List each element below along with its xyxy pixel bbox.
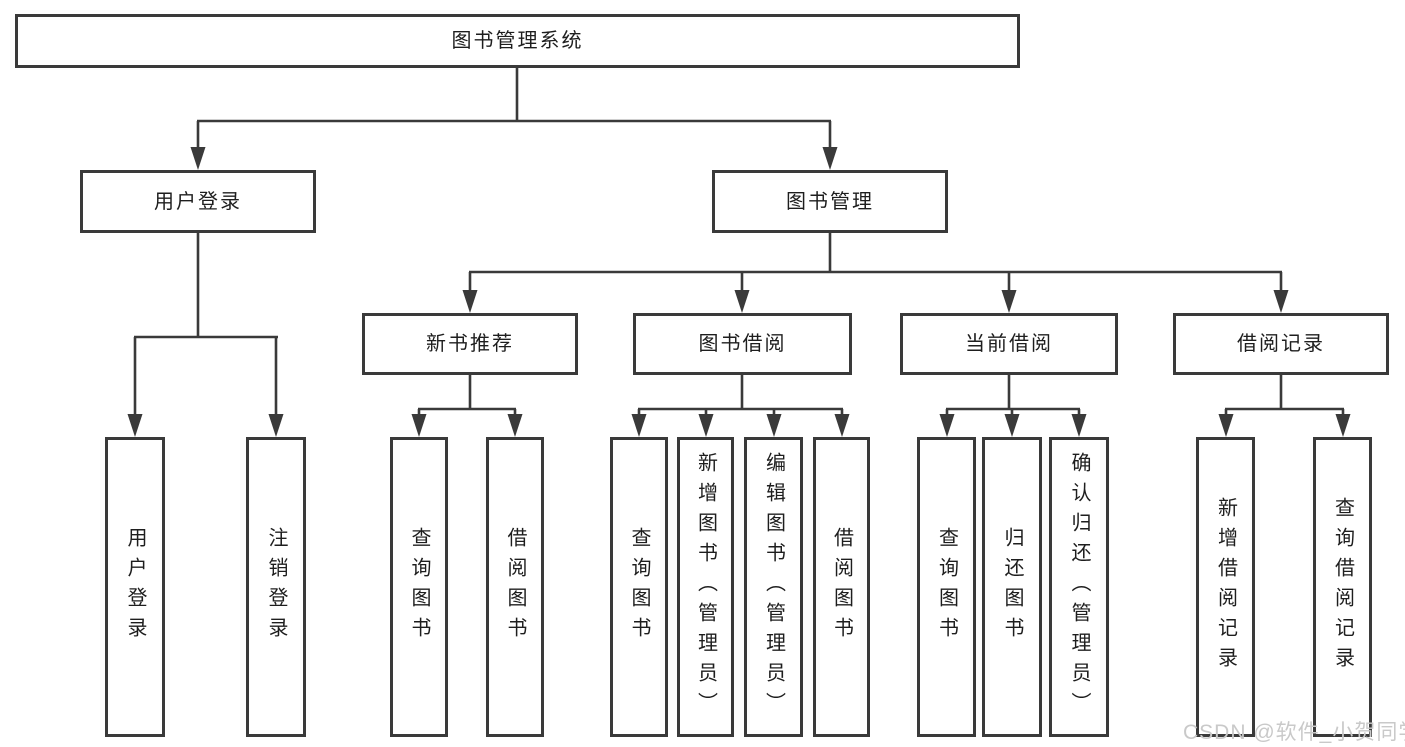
node-label: 新增借阅记录: [1214, 497, 1237, 677]
node-book-borrow: 图书借阅: [633, 313, 852, 375]
arrowhead-icon: [631, 414, 647, 437]
arrowhead-icon: [1335, 414, 1351, 437]
arrowhead-icon: [734, 290, 750, 313]
node-borrow-records: 借阅记录: [1173, 313, 1389, 375]
leaf-record-add-borrow-record: 新增借阅记录: [1196, 437, 1255, 737]
node-label: 编辑图书（管理员）: [762, 452, 785, 722]
node-label: 图书管理系统: [451, 30, 584, 52]
node-label: 查询图书: [408, 527, 430, 647]
leaf-recommend-query-books: 查询图书: [390, 437, 448, 737]
arrowhead-icon: [411, 414, 427, 437]
node-label: 借阅图书: [830, 527, 853, 647]
leaf-current-query-books: 查询图书: [917, 437, 976, 737]
arrowhead-icon: [1004, 414, 1020, 437]
arrowhead-icon: [1071, 414, 1087, 437]
node-book-management: 图书管理: [712, 170, 948, 233]
leaf-borrow-edit-books-admin: 编辑图书（管理员）: [744, 437, 803, 737]
leaf-current-return-books: 归还图书: [982, 437, 1042, 737]
node-new-book-recommend: 新书推荐: [362, 313, 578, 375]
arrowhead-icon: [462, 290, 478, 313]
node-label: 图书借阅: [698, 333, 787, 355]
node-label: 借阅记录: [1237, 333, 1325, 355]
arrowhead-icon: [1273, 290, 1289, 313]
arrowhead-icon: [1218, 414, 1234, 437]
arrowhead-icon: [268, 414, 284, 437]
arrowhead-icon: [1001, 290, 1017, 313]
leaf-logout: 注销登录: [246, 437, 306, 737]
leaf-record-query-borrow-record: 查询借阅记录: [1313, 437, 1372, 737]
leaf-current-confirm-return-admin: 确认归还（管理员）: [1049, 437, 1109, 737]
leaf-borrow-query-books: 查询图书: [610, 437, 668, 737]
arrowhead-icon: [834, 414, 850, 437]
arrowhead-icon: [190, 147, 206, 170]
arrowhead-icon: [939, 414, 955, 437]
node-label: 查询借阅记录: [1331, 497, 1354, 677]
arrowhead-icon: [127, 414, 143, 437]
node-label: 用户登录: [124, 527, 146, 647]
leaf-user-login: 用户登录: [105, 437, 165, 737]
leaf-borrow-borrow-books: 借阅图书: [813, 437, 870, 737]
node-label: 注销登录: [265, 527, 287, 647]
node-user-login-branch: 用户登录: [80, 170, 316, 233]
node-label: 当前借阅: [965, 333, 1053, 355]
node-label: 查询图书: [628, 527, 650, 647]
node-label: 确认归还（管理员）: [1068, 452, 1090, 722]
node-label: 借阅图书: [504, 527, 526, 647]
node-library-management-system: 图书管理系统: [15, 14, 1020, 68]
node-label: 新增图书（管理员）: [694, 452, 717, 722]
node-label: 图书管理: [786, 190, 874, 213]
arrowhead-icon: [507, 414, 523, 437]
csdn-watermark: CSDN @软件_小贺同学: [1183, 721, 1405, 744]
arrowhead-icon: [822, 147, 838, 170]
node-current-borrow: 当前借阅: [900, 313, 1118, 375]
leaf-borrow-add-books-admin: 新增图书（管理员）: [677, 437, 734, 737]
arrowhead-icon: [698, 414, 714, 437]
leaf-recommend-borrow-books: 借阅图书: [486, 437, 544, 737]
node-label: 用户登录: [154, 190, 242, 213]
arrowhead-icon: [766, 414, 782, 437]
node-label: 新书推荐: [426, 333, 514, 355]
node-label: 查询图书: [935, 527, 958, 647]
node-label: 归还图书: [1001, 527, 1023, 647]
